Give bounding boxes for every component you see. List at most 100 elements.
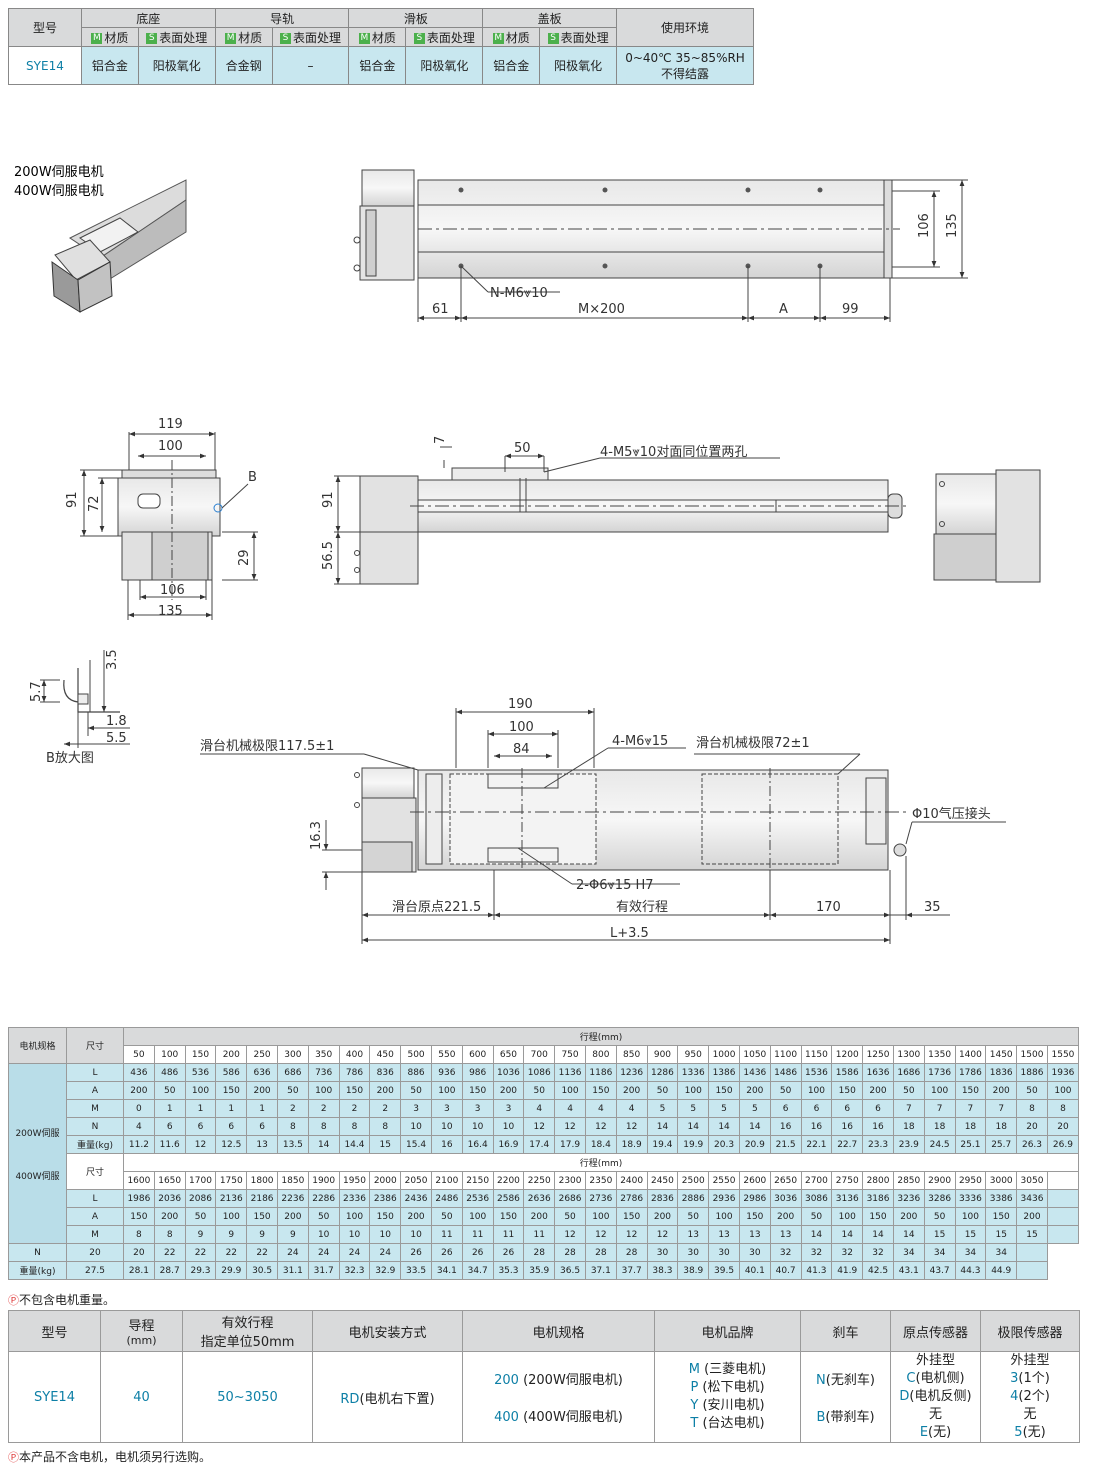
table-cell: 10 (307, 1225, 340, 1244)
table-cell: 28 (615, 1243, 648, 1262)
stroke-value: 1550 (1046, 1045, 1080, 1064)
table-cell: 2386 (369, 1189, 402, 1208)
table-cell: 14 (307, 1135, 340, 1154)
table-cell: 17.9 (554, 1135, 586, 1154)
table-cell: 2986 (738, 1189, 771, 1208)
svg-text:190: 190 (508, 697, 533, 712)
svg-text:5.5: 5.5 (106, 731, 127, 746)
table-cell: 22.1 (800, 1135, 833, 1154)
table-cell: 1 (215, 1099, 248, 1118)
table-cell: 2 (276, 1099, 309, 1118)
stroke-header-stroke: 行程(mm) (123, 1153, 1079, 1172)
svg-text:91: 91 (321, 491, 336, 508)
svg-text:滑台机械极限117.5±1: 滑台机械极限117.5±1 (200, 739, 334, 754)
table-cell: 30 (646, 1243, 679, 1262)
table-cell: 29.9 (215, 1261, 248, 1280)
table-cell: 28 (523, 1243, 556, 1262)
table-cell: 7 (985, 1099, 1018, 1118)
table-cell: 150 (831, 1081, 864, 1100)
svg-text:99: 99 (842, 302, 859, 317)
stroke-value: 600 (461, 1045, 494, 1064)
stroke-header-motor: 电机规格 (8, 1027, 67, 1064)
table-cell: 10 (400, 1225, 432, 1244)
empty-cell (1046, 1207, 1080, 1226)
table-cell: 686 (276, 1063, 309, 1082)
table-cell: 24 (307, 1243, 340, 1262)
svg-text:84: 84 (513, 742, 530, 757)
table-cell: 3 (430, 1099, 463, 1118)
table-cell: 5 (708, 1099, 740, 1118)
table-cell: 986 (461, 1063, 494, 1082)
table-cell: 22 (153, 1243, 186, 1262)
table-cell: 20.3 (708, 1135, 740, 1154)
table-cell: 100 (430, 1081, 463, 1100)
table-cell: 35.3 (492, 1261, 525, 1280)
table-cell: 12 (184, 1135, 217, 1154)
stroke-value: 1700 (184, 1171, 217, 1190)
table-cell: 1536 (800, 1063, 833, 1082)
table-cell: 14 (862, 1225, 894, 1244)
stroke-value: 1600 (123, 1171, 155, 1190)
table-cell: 20 (123, 1243, 155, 1262)
order-table: 型号 导程(mm) 有效行程指定单位50mm 电机安装方式 电机规格 电机品牌 … (8, 1310, 1080, 1443)
table-cell: 16 (831, 1117, 864, 1136)
table-cell: 11 (430, 1225, 463, 1244)
table-cell: 11 (461, 1225, 494, 1244)
table-cell: 42.5 (862, 1261, 894, 1280)
table-cell: 100 (708, 1207, 740, 1226)
stroke-value: 1850 (276, 1171, 309, 1190)
stroke-value: 1400 (954, 1045, 987, 1064)
table-cell: 436 (123, 1063, 155, 1082)
table-cell: 11.2 (123, 1135, 155, 1154)
stroke-value: 700 (523, 1045, 556, 1064)
table-cell: 25.7 (985, 1135, 1018, 1154)
table-cell: 2186 (246, 1189, 278, 1208)
table-cell: 1286 (646, 1063, 679, 1082)
table-cell: 26 (430, 1243, 463, 1262)
motor-200-spec: 200W伺服 (15, 1128, 60, 1139)
motor-400-label: 400W伺服电机 (14, 184, 104, 199)
table-cell: 19.9 (677, 1135, 710, 1154)
stroke-value: 2400 (615, 1171, 648, 1190)
svg-text:7: 7 (433, 436, 448, 444)
table-cell: 3286 (923, 1189, 956, 1208)
table-cell: 14.4 (338, 1135, 371, 1154)
table-cell: 100 (215, 1207, 248, 1226)
stroke-value: 200 (215, 1045, 248, 1064)
row-label: N (8, 1243, 67, 1262)
stroke-value: 1150 (800, 1045, 833, 1064)
table-cell: 4 (615, 1099, 648, 1118)
table-cell: 15 (954, 1225, 987, 1244)
table-cell: 8 (1046, 1099, 1080, 1118)
technical-drawing: 200W伺服电机 400W伺服电机 (14, 165, 1041, 944)
table-cell: 32.3 (338, 1261, 371, 1280)
material-tag: M (91, 32, 103, 44)
table-cell: 12 (523, 1117, 556, 1136)
table-cell: 50 (892, 1081, 925, 1100)
svg-text:M×200: M×200 (578, 302, 625, 317)
table-cell: 12 (584, 1225, 617, 1244)
spec-header-base: 底座 (80, 8, 216, 28)
stroke-value: 550 (430, 1045, 463, 1064)
table-cell: 22 (215, 1243, 248, 1262)
svg-text:135: 135 (158, 604, 183, 619)
table-cell: 12 (584, 1117, 617, 1136)
table-cell: 26.9 (1046, 1135, 1080, 1154)
table-cell: 200 (246, 1081, 278, 1100)
table-cell: 100 (923, 1081, 956, 1100)
table-cell: 26.3 (1016, 1135, 1048, 1154)
table-cell: 3036 (769, 1189, 802, 1208)
table-cell: 40.1 (738, 1261, 771, 1280)
table-cell: 41.9 (831, 1261, 864, 1280)
table-cell: 15 (369, 1135, 402, 1154)
table-cell: 3186 (862, 1189, 894, 1208)
table-cell: 24 (276, 1243, 309, 1262)
svg-text:N-M6⩔10: N-M6⩔10 (490, 286, 548, 301)
table-cell: 1 (246, 1099, 278, 1118)
table-cell: 50 (923, 1207, 956, 1226)
table-cell: 36.5 (554, 1261, 586, 1280)
table-cell: 20 (1016, 1117, 1048, 1136)
stroke-value: 750 (554, 1045, 586, 1064)
note-icon: Ⓟ (8, 1294, 19, 1307)
table-cell: 50 (276, 1081, 309, 1100)
